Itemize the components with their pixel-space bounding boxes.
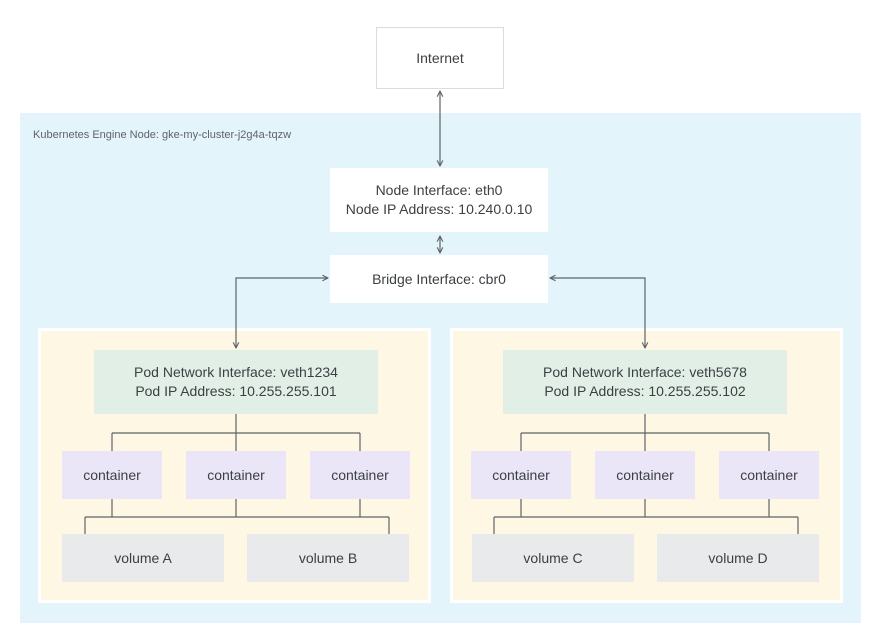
bridge-to-pod-b-arrow <box>550 278 645 348</box>
pod-b-volume-c: volume C <box>472 534 634 582</box>
container-label: container <box>331 466 389 483</box>
pod-b-volume-d: volume D <box>657 534 819 582</box>
bridge-interface-box: Bridge Interface: cbr0 <box>330 255 548 303</box>
node-interface-box: Node Interface: eth0 Node IP Address: 10… <box>330 168 548 232</box>
volume-label: volume D <box>708 549 768 566</box>
container-label: container <box>616 466 674 483</box>
bridge-interface-label: Bridge Interface: cbr0 <box>372 270 506 287</box>
container-label: container <box>492 466 550 483</box>
container-label: container <box>207 466 265 483</box>
container-label: container <box>740 466 798 483</box>
pod-a-volume-b: volume B <box>247 534 409 582</box>
internet-box: Internet <box>376 27 504 89</box>
node-label: Kubernetes Engine Node: gke-my-cluster-j… <box>33 129 292 141</box>
pod-a-container-2: container <box>186 451 286 499</box>
volume-label: volume B <box>298 549 358 566</box>
internet-label: Internet <box>416 49 464 66</box>
container-label: container <box>83 466 141 483</box>
node-ip-address: Node IP Address: 10.240.0.10 <box>345 201 533 217</box>
pod-b-container-1: container <box>471 451 571 499</box>
volume-label: volume C <box>523 549 583 566</box>
pod-b-ip-address: Pod IP Address: 10.255.255.102 <box>544 383 746 399</box>
volume-label: volume A <box>114 549 172 566</box>
pod-a-container-3: container <box>310 451 410 499</box>
pod-a-interface-name: Pod Network Interface: veth1234 <box>134 364 338 380</box>
bridge-to-pod-a-arrow <box>236 278 328 348</box>
pod-a-interface-box: Pod Network Interface: veth1234 Pod IP A… <box>94 350 378 414</box>
node-interface-name: Node Interface: eth0 <box>375 182 503 198</box>
pod-a-volume-a: volume A <box>62 534 224 582</box>
pod-a-container-1: container <box>62 451 162 499</box>
pod-b-container-3: container <box>719 451 819 499</box>
pod-a-ip-address: Pod IP Address: 10.255.255.101 <box>135 383 337 399</box>
pod-b-interface-box: Pod Network Interface: veth5678 Pod IP A… <box>503 350 787 414</box>
pod-b-interface-name: Pod Network Interface: veth5678 <box>543 364 747 380</box>
pod-b-container-2: container <box>595 451 695 499</box>
